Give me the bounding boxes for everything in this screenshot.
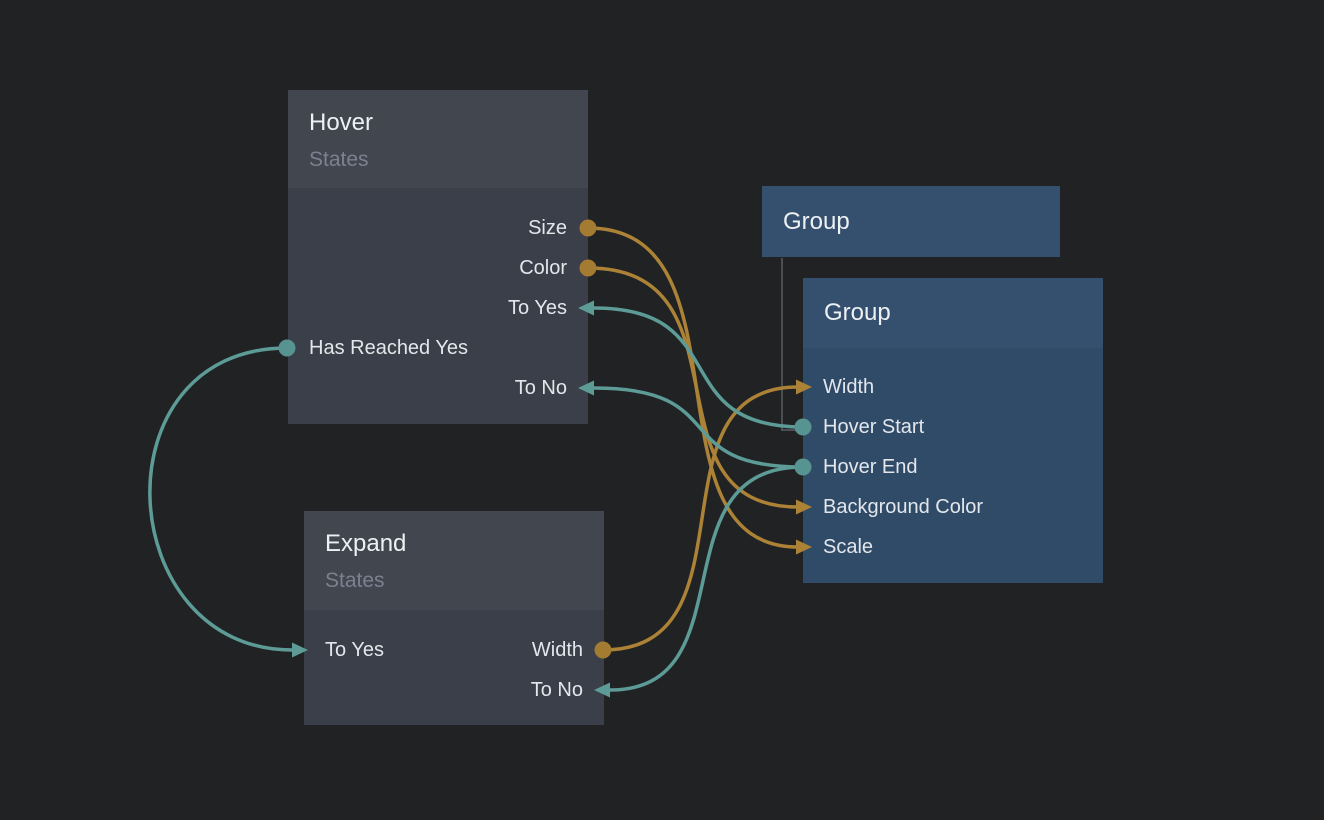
node-group-parent[interactable]: Group xyxy=(762,186,1060,257)
port-group-width-label: Width xyxy=(823,376,875,398)
port-hover-to-no-label: To No xyxy=(514,377,567,399)
port-hover-to-yes[interactable]: To Yes xyxy=(508,294,567,322)
port-expand-to-yes-label: To Yes xyxy=(325,639,384,661)
connection-group-hover-end-to-hover-to-no[interactable] xyxy=(593,386,804,469)
port-hover-size-label: Size xyxy=(528,217,567,239)
node-group-body xyxy=(803,348,1103,583)
port-group-background-color[interactable]: Background Color xyxy=(823,493,983,521)
node-group-parent-title: Group xyxy=(783,208,850,235)
port-hover-color-label: Color xyxy=(519,257,567,279)
port-expand-width-label: Width xyxy=(531,639,583,661)
node-expand-title: Expand xyxy=(325,530,407,557)
port-group-hover-start-label: Hover Start xyxy=(823,416,925,438)
port-hover-to-no[interactable]: To No xyxy=(515,374,567,402)
port-expand-width[interactable]: Width xyxy=(532,636,583,664)
node-hover-title: Hover xyxy=(309,109,374,136)
port-group-background-color-label: Background Color xyxy=(823,496,984,518)
connection-hover-color-to-group-background-color[interactable] xyxy=(587,266,799,509)
node-expand-body xyxy=(304,610,604,725)
port-group-width[interactable]: Width xyxy=(823,373,874,401)
connection-hover-has-reached-yes-to-expand-to-yes[interactable] xyxy=(148,346,293,652)
port-expand-to-no[interactable]: To No xyxy=(531,676,583,704)
node-expand-subtitle: States xyxy=(325,569,385,592)
port-group-scale[interactable]: Scale xyxy=(823,533,873,561)
connection-group-hover-start-to-hover-to-yes[interactable] xyxy=(593,306,804,429)
connection-group-hover-end-to-expand-to-no[interactable] xyxy=(609,465,804,692)
connection-expand-width-to-group-width[interactable] xyxy=(602,385,799,652)
port-group-hover-start[interactable]: Hover Start xyxy=(823,413,924,441)
port-hover-size[interactable]: Size xyxy=(528,214,567,242)
port-hover-has-reached-yes[interactable]: Has Reached Yes xyxy=(309,334,468,362)
port-expand-to-yes[interactable]: To Yes xyxy=(325,636,384,664)
node-expand-header[interactable]: Expand States xyxy=(304,511,604,610)
node-hover-header[interactable]: Hover States xyxy=(288,90,588,188)
port-hover-to-yes-label: To Yes xyxy=(508,297,567,319)
parent-link-group-parent-to-group[interactable] xyxy=(781,258,796,431)
port-group-scale-label: Scale xyxy=(823,536,874,558)
node-hover-subtitle: States xyxy=(309,148,369,171)
node-group-title: Group xyxy=(824,299,891,326)
port-group-hover-end[interactable]: Hover End xyxy=(823,453,918,481)
node-hover-body xyxy=(288,188,588,424)
node-group-header[interactable]: Group xyxy=(803,278,1103,348)
node-group[interactable]: Group Width Hover Start Hover End Backgr… xyxy=(803,278,1103,583)
node-hover[interactable]: Hover States Size Color To Yes Has Reach… xyxy=(288,90,588,424)
connection-hover-size-to-group-scale[interactable] xyxy=(587,226,799,549)
port-hover-color[interactable]: Color xyxy=(519,254,567,282)
port-expand-to-no-label: To No xyxy=(530,679,583,701)
port-hover-has-reached-yes-label: Has Reached Yes xyxy=(309,337,469,359)
node-expand[interactable]: Expand States To Yes Width To No xyxy=(304,511,604,725)
port-group-hover-end-label: Hover End xyxy=(823,456,918,478)
